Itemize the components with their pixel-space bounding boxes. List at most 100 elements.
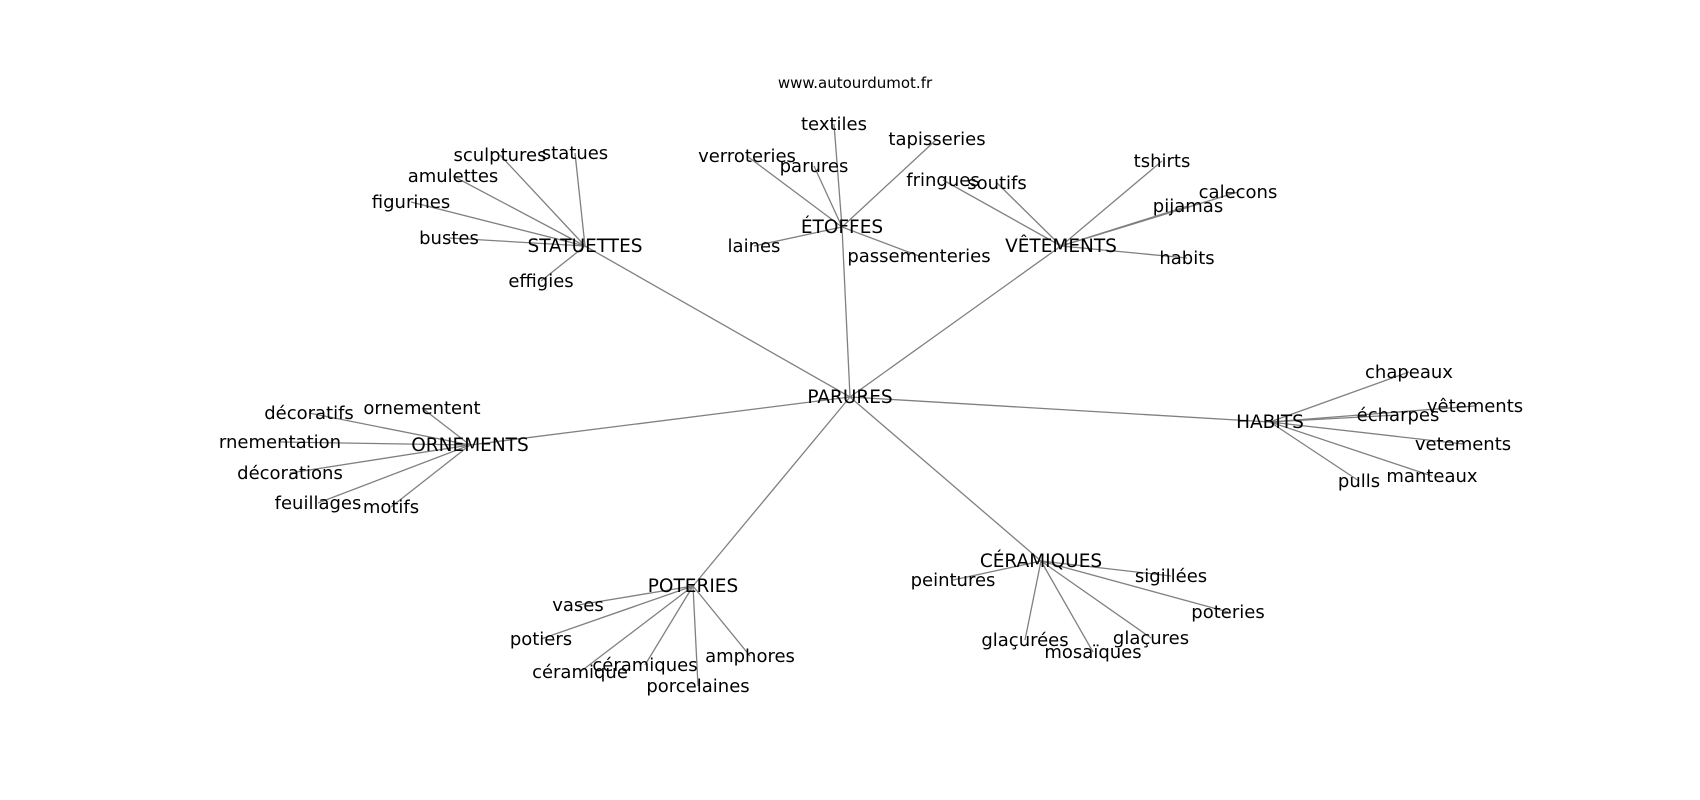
leaf-node[interactable]: laines <box>728 236 781 257</box>
edge-habits-0 <box>1269 371 1410 423</box>
leaf-node[interactable]: calecons <box>1199 182 1278 203</box>
leaf-node[interactable]: tapisseries <box>888 129 985 150</box>
leaf-node[interactable]: céramique <box>532 662 628 683</box>
edge-vetements-1 <box>942 179 1062 247</box>
edge-poteries-3 <box>579 585 694 673</box>
edge-habits-2 <box>1269 414 1399 423</box>
hub-node-poteries[interactable]: POTERIES <box>648 576 738 597</box>
leaf-node[interactable]: rnementation <box>219 432 341 453</box>
edge-root-ornements <box>469 396 851 446</box>
edge-statuettes-3 <box>410 201 586 247</box>
leaf-node[interactable]: potiers <box>510 629 572 650</box>
leaf-node[interactable]: vetements <box>1415 434 1511 455</box>
leaf-node[interactable]: décorations <box>237 463 343 484</box>
leaf-node[interactable]: céramiques <box>592 655 697 676</box>
leaf-node[interactable]: mosaïques <box>1044 642 1141 663</box>
edge-vetements-2 <box>996 182 1062 247</box>
hub-node-statuettes[interactable]: STATUETTES <box>527 236 642 257</box>
graph-edges <box>279 123 1476 687</box>
leaf-node[interactable]: tshirts <box>1134 151 1191 172</box>
leaf-node[interactable]: bustes <box>419 228 479 249</box>
edge-root-habits <box>849 396 1271 423</box>
edge-etoffes-4 <box>753 226 843 247</box>
edge-statuettes-1 <box>574 152 586 247</box>
leaf-node[interactable]: peintures <box>911 570 996 591</box>
hub-node-vetements[interactable]: VÊTEMENTS <box>1005 235 1117 257</box>
leaf-node[interactable]: textiles <box>801 114 867 135</box>
leaf-node[interactable]: pijamas <box>1153 196 1223 217</box>
leaf-node[interactable]: verroteries <box>698 146 796 167</box>
edge-root-poteries <box>692 396 851 587</box>
edge-poteries-4 <box>692 585 751 657</box>
edge-statuettes-4 <box>448 237 586 247</box>
leaf-node[interactable]: manteaux <box>1386 466 1478 487</box>
leaf-node[interactable]: ornementent <box>363 398 480 419</box>
hub-node-habits[interactable]: HABITS <box>1236 412 1304 433</box>
edge-poteries-2 <box>644 585 694 666</box>
edge-ceramiques-3 <box>1040 560 1152 639</box>
leaf-node[interactable]: porcelaines <box>646 676 749 697</box>
edge-ornements-5 <box>390 444 471 508</box>
hub-node-ceramiques[interactable]: CÉRAMIQUES <box>980 550 1102 572</box>
leaf-node[interactable]: statues <box>542 143 608 164</box>
edge-root-etoffes <box>841 226 851 398</box>
edge-etoffes-2 <box>841 138 938 228</box>
edge-ceramiques-4 <box>1024 560 1042 641</box>
leaf-node[interactable]: amphores <box>705 646 795 667</box>
leaf-node[interactable]: poteries <box>1191 602 1264 623</box>
edge-root-vetements <box>849 245 1062 398</box>
leaf-node[interactable]: passementeries <box>847 246 990 267</box>
leaf-node[interactable]: chapeaux <box>1365 362 1453 383</box>
leaf-node[interactable]: vases <box>552 595 604 616</box>
leaf-node[interactable]: décoratifs <box>264 403 354 424</box>
leaf-node[interactable]: soutifs <box>967 173 1027 194</box>
leaf-node[interactable]: habits <box>1159 248 1214 269</box>
hub-node-ornements[interactable]: ORNEMENTS <box>411 435 528 456</box>
leaf-node[interactable]: glaçurées <box>981 630 1068 651</box>
edge-ornements-4 <box>317 444 471 504</box>
leaf-node[interactable]: sigillées <box>1135 566 1207 587</box>
edge-habits-1 <box>1269 405 1476 423</box>
leaf-node[interactable]: fringues <box>906 170 979 191</box>
leaf-node[interactable]: sculptures <box>453 145 546 166</box>
edge-poteries-1 <box>540 585 694 640</box>
leaf-node[interactable]: vêtements <box>1427 396 1523 417</box>
edge-ornements-3 <box>289 444 471 474</box>
edge-ceramiques-0 <box>952 560 1042 581</box>
edge-habits-4 <box>1269 421 1433 477</box>
root-node[interactable]: PARURES <box>807 387 892 408</box>
leaf-node[interactable]: motifs <box>363 497 419 518</box>
edge-habits-5 <box>1269 421 1360 482</box>
hub-node-etoffes[interactable]: ÉTOFFES <box>801 216 883 238</box>
edge-habits-3 <box>1269 421 1464 445</box>
leaf-node[interactable]: feuillages <box>275 493 362 514</box>
source-url[interactable]: www.autourdumot.fr <box>778 74 933 92</box>
edge-vetements-4 <box>1060 205 1189 247</box>
edge-ornements-2 <box>279 441 471 446</box>
edge-etoffes-5 <box>841 226 920 257</box>
leaf-node[interactable]: effigies <box>508 271 573 292</box>
edge-ornements-1 <box>421 407 471 446</box>
edge-poteries-5 <box>692 585 699 687</box>
edge-vetements-0 <box>1060 160 1163 247</box>
edge-statuettes-2 <box>452 175 586 247</box>
edge-etoffes-0 <box>833 123 843 228</box>
edge-statuettes-0 <box>499 154 586 247</box>
edge-ceramiques-1 <box>1040 560 1172 577</box>
edge-root-ceramiques <box>849 396 1042 562</box>
leaf-node[interactable]: figurines <box>372 192 450 213</box>
leaf-node[interactable]: écharpes <box>1357 405 1440 426</box>
edge-etoffes-1 <box>746 155 843 228</box>
edge-vetements-5 <box>1060 245 1188 259</box>
edge-ceramiques-2 <box>1040 560 1229 613</box>
edge-poteries-0 <box>577 585 694 606</box>
leaf-node[interactable]: pulls <box>1338 471 1380 492</box>
edge-ceramiques-5 <box>1040 560 1094 653</box>
leaf-node[interactable]: glaçures <box>1113 628 1189 649</box>
leaf-node[interactable]: amulettes <box>408 166 499 187</box>
edge-etoffes-3 <box>813 165 843 228</box>
edge-ornements-0 <box>308 412 471 446</box>
leaf-node[interactable]: parures <box>780 156 849 177</box>
